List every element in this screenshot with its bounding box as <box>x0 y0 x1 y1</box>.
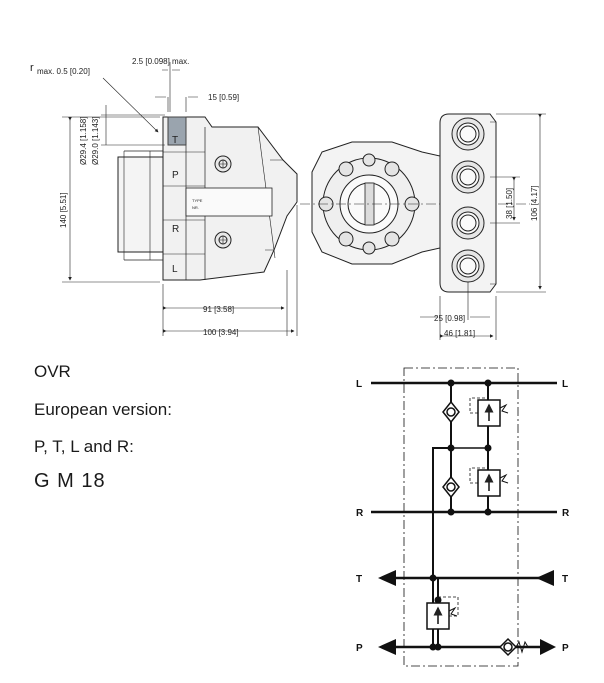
schematic-label-t-right: T <box>562 574 568 585</box>
port-2 <box>451 160 485 194</box>
port-3 <box>451 206 485 240</box>
chamfer-dimension: 2.5 [0.098] max. <box>132 57 189 66</box>
height-106-dimension: 106 [4.17] <box>530 185 539 221</box>
schematic-label-p-right: P <box>562 643 569 654</box>
height-140-dimension: 140 [5.51] <box>59 192 68 228</box>
flange-bolts <box>318 153 420 255</box>
version-label: European version: <box>34 400 172 419</box>
check-valve-upper <box>442 400 460 424</box>
nameplate-no: NR. <box>192 205 199 210</box>
radius-label: r <box>30 62 34 74</box>
schematic-label-l-right: L <box>562 379 568 390</box>
diameter-29-0-dimension: Ø29.0 [1.143] <box>91 117 100 165</box>
width-15-dimension: 15 [0.59] <box>208 93 239 102</box>
ports-label: P, T, L and R: <box>34 437 134 456</box>
port-1 <box>451 117 485 151</box>
shaft-seat <box>167 116 187 146</box>
offset-25-dimension: 25 [0.98] <box>434 314 465 323</box>
side-view-dims: r max. 0.5 [0.20] 2.5 [0.098] max. 15 [0… <box>30 57 239 337</box>
check-valve-lower <box>442 475 460 499</box>
nameplate <box>185 187 273 217</box>
housing-letter-p: P <box>172 170 179 181</box>
port-4 <box>451 249 485 283</box>
length-91-dimension: 91 [3.58] <box>203 305 234 314</box>
p-line-check-valve <box>498 637 529 657</box>
thread-spec: G M 18 <box>34 470 106 492</box>
radius-dimension: max. 0.5 [0.20] <box>37 67 90 76</box>
schematic-label-r-left: R <box>356 508 364 519</box>
schematic-label-r-right: R <box>562 508 570 519</box>
relief-valve-pt <box>426 596 459 630</box>
front-view <box>300 141 530 265</box>
port-arrows <box>378 570 556 655</box>
housing-letter-l: L <box>172 264 178 275</box>
schematic-label-p-left: P <box>356 643 363 654</box>
valve-enclosure <box>403 367 519 667</box>
schematic-label-t-left: T <box>356 574 362 585</box>
schematic-port-labels: L L R R T T P P <box>356 379 570 654</box>
nameplate-type: TYPE <box>192 198 203 203</box>
housing-letter-t: T <box>172 135 178 146</box>
relief-valve-upper <box>469 397 509 427</box>
schematic-label-l-left: L <box>356 379 362 390</box>
pitch-38-dimension: 38 [1.50] <box>505 188 514 219</box>
diameter-29-4-dimension: Ø29.4 [1.158] <box>79 117 88 165</box>
relief-valve-lower <box>469 467 509 497</box>
front-view-dims: 38 [1.50] 106 [4.17] 25 [0.98] 46 [1.81] <box>434 185 539 338</box>
side-view-rear-section <box>117 156 164 253</box>
hydraulic-schematic <box>371 367 557 667</box>
housing-letter-r: R <box>172 224 179 235</box>
side-view <box>117 116 298 281</box>
length-100-dimension: 100 [3.94] <box>203 328 239 337</box>
width-46-dimension: 46 [1.81] <box>444 329 475 338</box>
model-label: OVR <box>34 362 71 381</box>
port-block-view <box>439 113 497 293</box>
